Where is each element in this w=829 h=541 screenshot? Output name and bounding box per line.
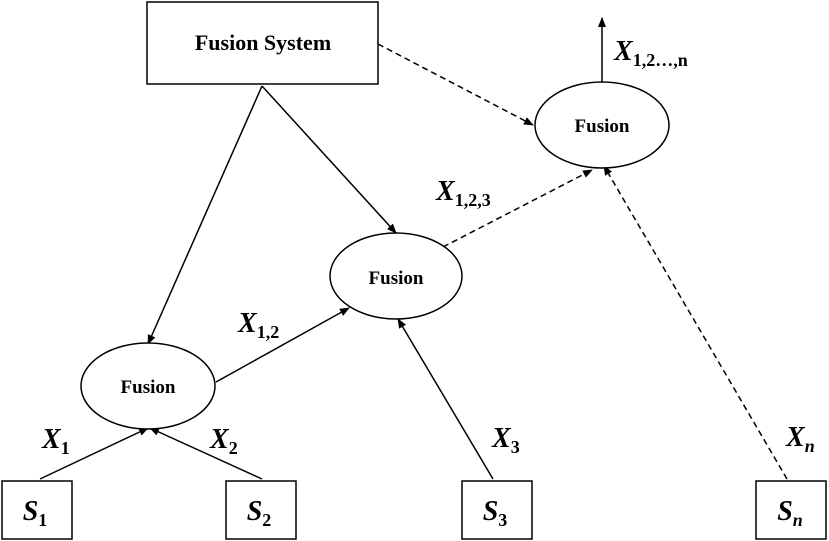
fusion-node-1-label: Fusion	[121, 377, 176, 398]
label-xn: Xn	[785, 422, 815, 456]
sensor-s3-sub: 3	[498, 510, 507, 530]
edge-sn-to-fusion3	[603, 165, 788, 480]
edge-system-to-fusion3	[377, 43, 534, 126]
fusion-node-2: Fusion	[329, 232, 463, 320]
fusion-system-label: Fusion System	[195, 30, 331, 55]
fusion-node-2-label: Fusion	[369, 268, 424, 289]
sensor-s3-base: S	[483, 496, 499, 527]
edges	[39, 17, 788, 480]
sensor-box-s2: S2	[225, 480, 297, 540]
svg-text:S2: S2	[247, 496, 272, 530]
label-x12: X1,2	[237, 308, 279, 342]
sensor-box-sn: Sn	[755, 480, 827, 540]
sensor-box-s3: S3	[461, 480, 533, 540]
svg-text:S1: S1	[23, 496, 48, 530]
fusion-node-1: Fusion	[80, 342, 216, 430]
label-x123: X1,2,3	[435, 176, 491, 210]
sensor-s2-sub: 2	[262, 510, 271, 530]
fusion-system-box: Fusion System	[146, 1, 379, 85]
fusion-node-3: Fusion	[534, 81, 670, 169]
label-x3: X3	[491, 423, 520, 457]
edge-fusion2-to-fusion3	[442, 169, 593, 248]
sensor-s2-base: S	[247, 496, 263, 527]
svg-text:S3: S3	[483, 496, 508, 530]
sensor-sn-base: S	[777, 496, 793, 527]
edge-s1-to-fusion1	[39, 427, 149, 480]
label-x2: X2	[209, 424, 238, 458]
sensor-box-s1: S1	[1, 480, 73, 540]
svg-text:Sn: Sn	[777, 496, 803, 530]
edge-s3-to-fusion2	[397, 318, 494, 480]
label-x12n: X1,2…,n	[613, 36, 688, 70]
sensor-s1-base: S	[23, 496, 39, 527]
edge-fusion1-to-fusion2	[215, 307, 350, 383]
label-x1: X1	[41, 424, 70, 458]
edge-s2-to-fusion1	[149, 427, 263, 480]
edge-system-to-fusion2	[261, 85, 397, 234]
edge-system-to-fusion1	[147, 85, 263, 345]
sensor-sn-sub: n	[793, 510, 803, 530]
fusion-node-3-label: Fusion	[575, 116, 630, 137]
sensor-s1-sub: 1	[38, 510, 47, 530]
